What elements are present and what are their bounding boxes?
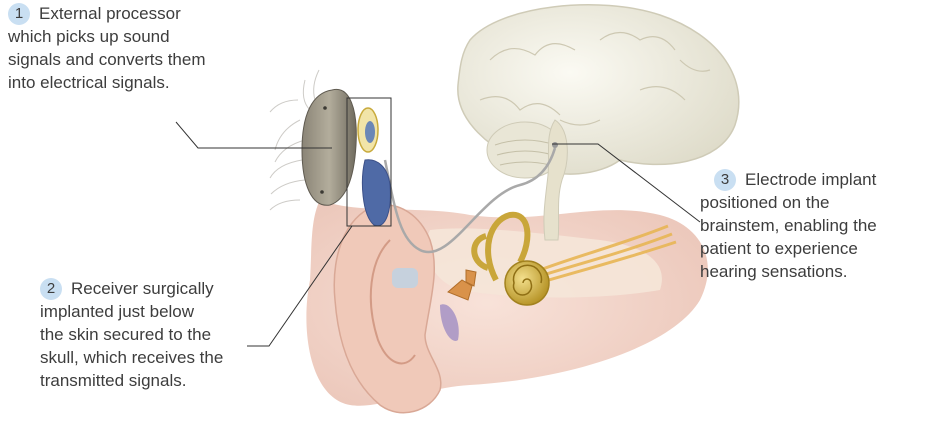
callout-1-number-badge: 1 xyxy=(8,3,30,25)
callout-1-line-3: signals and converts them xyxy=(8,48,206,71)
electrode-array-icon xyxy=(552,142,558,148)
callout-3-line-4: patient to experience xyxy=(700,237,877,260)
ear-canal-highlight xyxy=(392,268,418,288)
callout-2-number-badge: 2 xyxy=(40,278,62,300)
cochlea-illustration xyxy=(505,261,549,305)
callout-1-line-2: which picks up sound xyxy=(8,25,206,48)
callout-2-line-2: implanted just below xyxy=(40,300,223,323)
callout-3-line-5: hearing sensations. xyxy=(700,260,877,283)
callout-3-line-1: Electrode implant xyxy=(745,170,876,189)
callout-2-line-4: skull, which receives the xyxy=(40,346,223,369)
external-processor-device xyxy=(302,89,356,205)
callout-2-line-1: Receiver surgically xyxy=(71,279,214,298)
callout-1-line-1: External processor xyxy=(39,4,181,23)
callout-3-line-3: brainstem, enabling the xyxy=(700,214,877,237)
callout-1: 1 External processor which picks up sound… xyxy=(8,2,206,94)
callout-2: 2 Receiver surgically implanted just belo… xyxy=(40,277,223,392)
callout-2-line-5: transmitted signals. xyxy=(40,369,223,392)
callout-1-line-4: into electrical signals. xyxy=(8,71,206,94)
callout-3-line-2: positioned on the xyxy=(700,191,877,214)
callout-2-line-3: the skin secured to the xyxy=(40,323,223,346)
callout-3-number-badge: 3 xyxy=(714,169,736,191)
callout-3: 3 Electrode implant positioned on the bra… xyxy=(700,168,877,283)
